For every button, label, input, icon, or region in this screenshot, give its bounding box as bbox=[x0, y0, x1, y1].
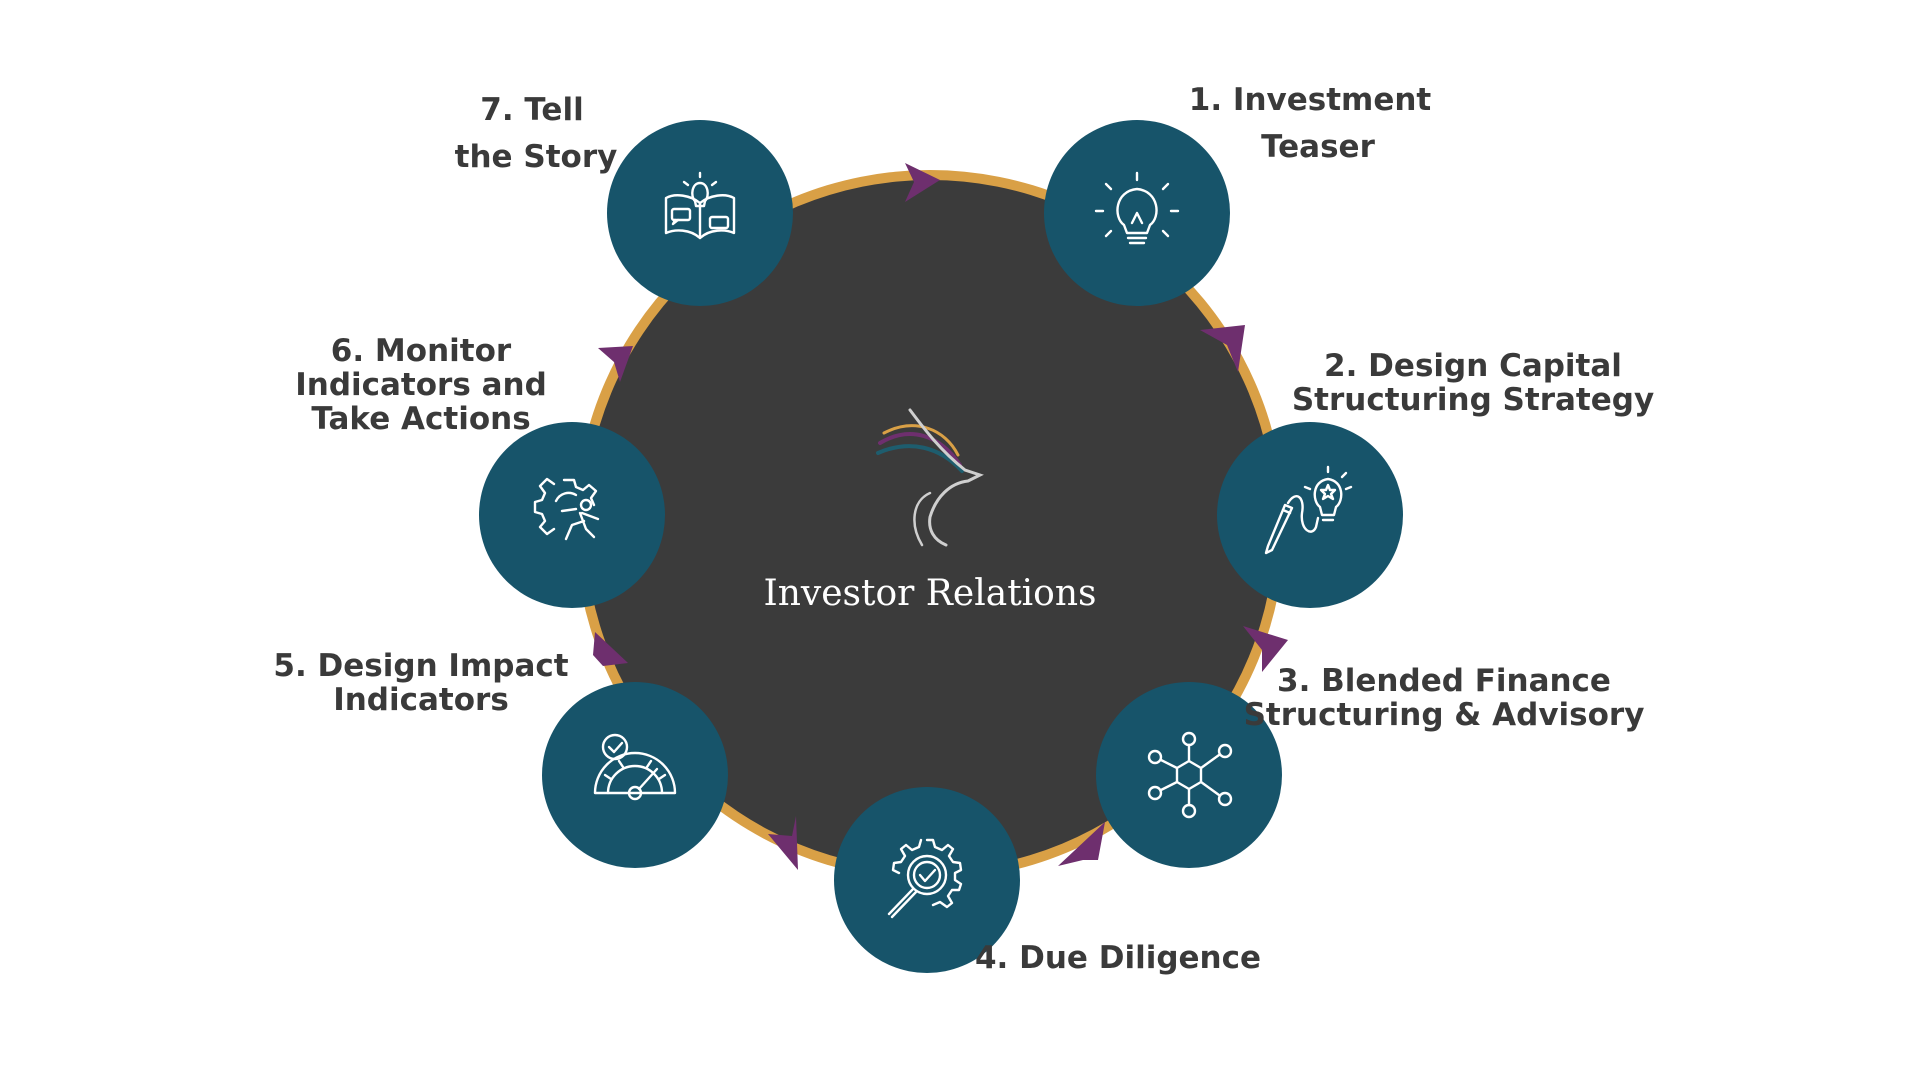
svg-text:Take Actions: Take Actions bbox=[311, 401, 530, 437]
center-title: Investor Relations bbox=[763, 573, 1096, 614]
step-node-3[interactable] bbox=[1096, 682, 1282, 868]
step-node-5[interactable] bbox=[542, 682, 728, 868]
cycle-arrows bbox=[593, 163, 1288, 870]
svg-text:4. Due Diligence: 4. Due Diligence bbox=[975, 940, 1261, 976]
network-icon bbox=[1147, 731, 1233, 819]
step-node-1[interactable] bbox=[1044, 120, 1230, 306]
svg-text:Structuring & Advisory: Structuring & Advisory bbox=[1244, 697, 1645, 733]
arrow-4-to-5 bbox=[768, 816, 798, 870]
svg-text:Indicators and: Indicators and bbox=[295, 367, 547, 403]
step-node-7[interactable] bbox=[607, 120, 793, 306]
pencil-idea-icon bbox=[1264, 465, 1353, 555]
arrow-5-to-6 bbox=[593, 632, 628, 666]
step-node-6[interactable] bbox=[479, 422, 665, 608]
step-node-4[interactable] bbox=[834, 787, 1020, 973]
step-label-3: 3. Blended Finance Structuring & Advisor… bbox=[1244, 663, 1645, 733]
svg-text:1. Investment: 1. Investment bbox=[1189, 82, 1432, 118]
arrow-3-to-4 bbox=[1058, 822, 1105, 866]
step-label-6: 6. Monitor Indicators and Take Actions bbox=[295, 333, 547, 437]
svg-text:5. Design Impact: 5. Design Impact bbox=[273, 648, 568, 684]
gear-runner-icon bbox=[533, 477, 600, 541]
svg-text:6. Monitor: 6. Monitor bbox=[331, 333, 512, 369]
gear-magnifier-check-icon bbox=[887, 838, 963, 919]
open-book-idea-icon bbox=[664, 171, 736, 240]
lightbulb-icon bbox=[1094, 171, 1180, 245]
step-label-5: 5. Design Impact Indicators bbox=[273, 648, 568, 718]
step-label-7: 7. Tell the Story bbox=[455, 92, 618, 175]
arrow-7-to-1 bbox=[905, 163, 940, 202]
svg-text:Teaser: Teaser bbox=[1261, 129, 1375, 165]
svg-text:Indicators: Indicators bbox=[333, 682, 509, 718]
step-node-2[interactable] bbox=[1217, 422, 1403, 608]
svg-text:3. Blended Finance: 3. Blended Finance bbox=[1277, 663, 1611, 699]
arrow-6-to-7 bbox=[598, 346, 633, 382]
svg-text:2. Design Capital: 2. Design Capital bbox=[1324, 348, 1622, 384]
svg-text:Structuring Strategy: Structuring Strategy bbox=[1292, 382, 1654, 418]
step-label-1: 1. Investment Teaser bbox=[1189, 82, 1432, 165]
svg-text:the Story: the Story bbox=[455, 139, 618, 175]
arrow-2-to-3 bbox=[1243, 626, 1288, 672]
step-label-2: 2. Design Capital Structuring Strategy bbox=[1292, 348, 1654, 418]
svg-text:7. Tell: 7. Tell bbox=[480, 92, 583, 128]
arrow-1-to-2 bbox=[1200, 325, 1245, 372]
step-label-4: 4. Due Diligence bbox=[975, 940, 1261, 976]
gauge-check-icon bbox=[593, 733, 677, 801]
bird-logo-icon bbox=[876, 408, 984, 547]
